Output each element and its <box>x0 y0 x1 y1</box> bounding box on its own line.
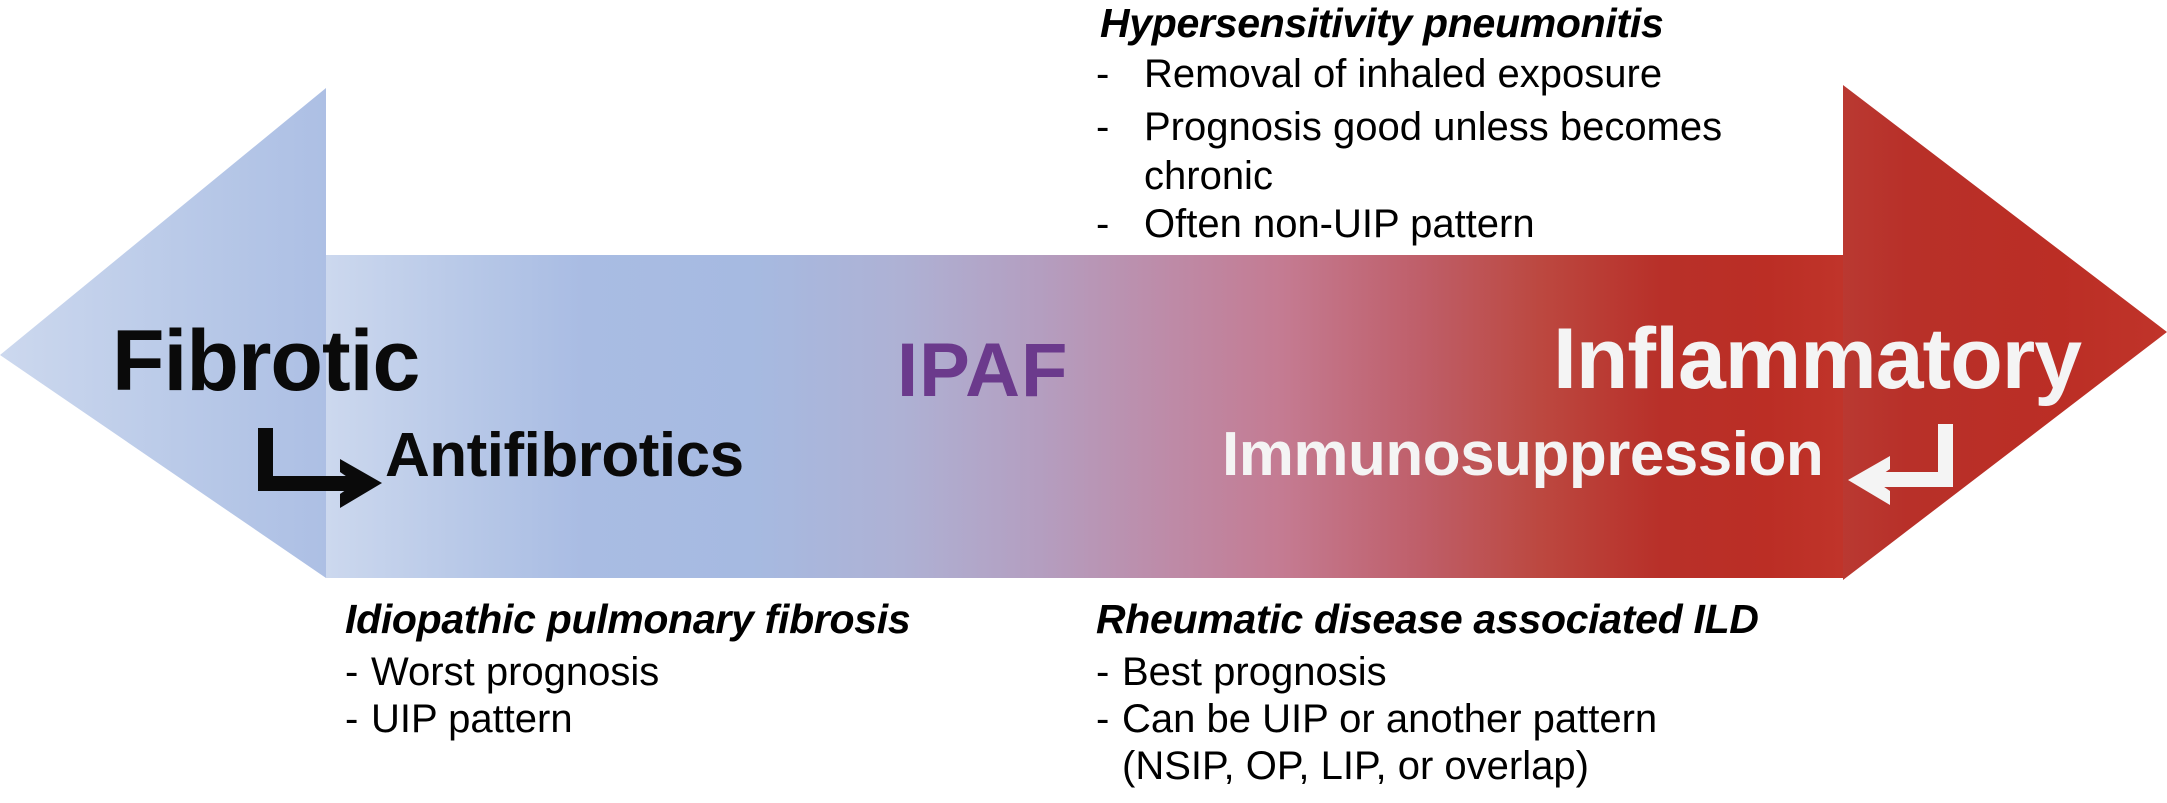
bullet-dash: - <box>1096 201 1110 246</box>
list-item-text: Best prognosis <box>1122 650 1387 695</box>
idiopathic-pulmonary-fibrosis-note: Idiopathic pulmonary fibrosis - Worst pr… <box>345 596 911 743</box>
list-item: - Can be UIP or another pattern <box>1096 696 1759 743</box>
list-item: - Removal of inhaled exposure <box>1096 51 1722 98</box>
note-title: Rheumatic disease associated ILD <box>1096 596 1759 642</box>
bullet-dash: - <box>345 697 359 742</box>
list-item-text: Prognosis good unless becomes <box>1144 105 1723 150</box>
elbow-arrow-right-icon <box>258 428 382 508</box>
arrow-shaft <box>326 255 1843 578</box>
bullet-dash: - <box>345 650 359 695</box>
rheumatic-disease-ild-note: Rheumatic disease associated ILD - Best … <box>1096 596 1759 791</box>
note-title: Idiopathic pulmonary fibrosis <box>345 596 911 642</box>
elbow-arrow-left-icon <box>1848 424 1953 505</box>
list-item: - Prognosis good unless becomes <box>1096 104 1722 151</box>
list-item-continuation: chronic <box>1144 154 1273 199</box>
inflammatory-pole-label: Inflammatory <box>1553 311 2082 407</box>
list-item-text: Often non-UIP pattern <box>1144 201 1535 246</box>
bullet-dash: - <box>1096 650 1110 695</box>
bullet-dash: - <box>1096 52 1110 97</box>
ipaf-center-label: IPAF <box>897 328 1069 413</box>
list-item-text: Removal of inhaled exposure <box>1144 52 1663 97</box>
antifibrotics-treatment-label: Antifibrotics <box>385 421 744 490</box>
list-item: - Often non-UIP pattern <box>1096 201 1722 248</box>
list-item-text: Worst prognosis <box>371 650 660 695</box>
fibrotic-pole-label: Fibrotic <box>112 313 420 409</box>
bullet-dash: - <box>1096 697 1110 742</box>
list-item: - Best prognosis <box>1096 649 1759 696</box>
list-item-text: Can be UIP or another pattern <box>1122 697 1658 742</box>
hypersensitivity-pneumonitis-note: Hypersensitivity pneumonitis - Removal o… <box>1096 0 1722 254</box>
list-item: - UIP pattern <box>345 696 910 743</box>
bullet-dash: - <box>1096 105 1110 150</box>
note-title: Hypersensitivity pneumonitis <box>1100 0 1664 46</box>
list-item-continuation: (NSIP, OP, LIP, or overlap) <box>1122 744 1589 789</box>
immunosuppression-treatment-label: Immunosuppression <box>1222 420 1824 489</box>
list-item: - Worst prognosis <box>345 649 910 696</box>
note-list: - Worst prognosis - UIP pattern <box>345 649 910 743</box>
note-list: - Removal of inhaled exposure - Prognosi… <box>1096 51 1722 248</box>
note-list: - Best prognosis - Can be UIP or another… <box>1096 649 1759 791</box>
list-item-text: UIP pattern <box>371 697 573 742</box>
